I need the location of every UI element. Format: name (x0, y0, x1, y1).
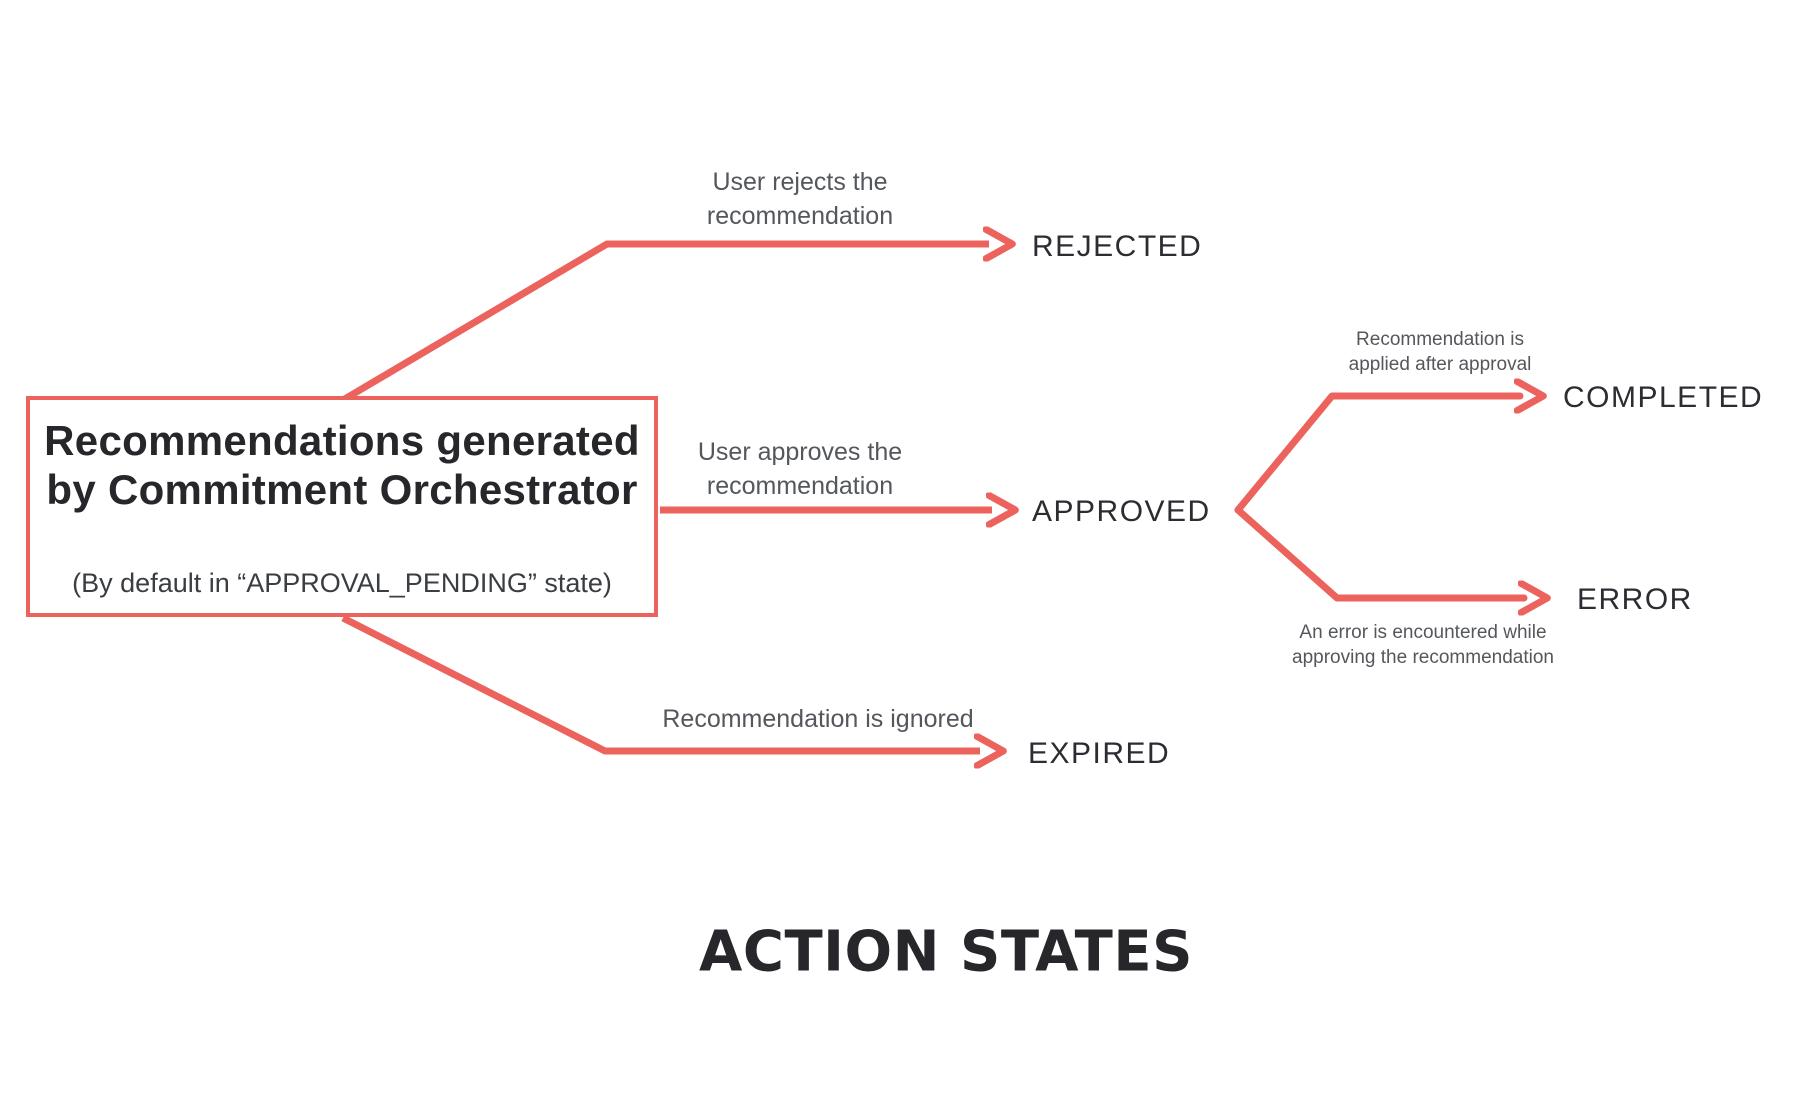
state-error: ERROR (1577, 583, 1693, 616)
edge-label-complete-line2: applied after approval (1348, 354, 1532, 375)
edge-label-complete: Recommendation is applied after approval (1349, 327, 1532, 377)
edge-label-reject: User rejects the recommendation (707, 165, 893, 233)
edge-label-error-line2: approving the recommendation (1292, 647, 1554, 668)
edge-label-approve: User approves the recommendation (698, 435, 902, 503)
edge-label-reject-line2: recommendation (706, 202, 894, 230)
edge-reject-line (341, 244, 989, 404)
edge-label-error-line1: An error is encountered while (1299, 622, 1547, 643)
state-completed: COMPLETED (1563, 381, 1764, 414)
state-expired: EXPIRED (1028, 737, 1171, 770)
edge-label-error: An error is encountered while approving … (1292, 620, 1554, 670)
state-approved: APPROVED (1032, 495, 1211, 528)
edge-label-ignore: Recommendation is ignored (662, 702, 973, 736)
edge-label-ignore-line1: Recommendation is ignored (662, 705, 974, 733)
diagram-title: ACTION STATES (699, 919, 1193, 985)
source-box-title-line2: by Commitment Orchestrator (46, 466, 638, 513)
edge-complete-line (1234, 396, 1520, 514)
state-rejected: REJECTED (1032, 230, 1203, 263)
edge-error-line (1234, 506, 1524, 598)
source-box-title-line1: Recommendations generated (44, 417, 640, 464)
source-state-box: Recommendations generated by Commitment … (26, 396, 658, 617)
edge-label-approve-line1: User approves the (697, 438, 903, 466)
source-box-subtitle: (By default in “APPROVAL_PENDING” state) (72, 568, 612, 598)
source-box-title: Recommendations generated by Commitment … (30, 416, 654, 514)
edge-label-complete-line1: Recommendation is (1356, 329, 1524, 350)
edge-label-approve-line2: recommendation (706, 472, 894, 500)
edge-label-reject-line1: User rejects the (712, 168, 888, 196)
edge-ignore-line (341, 614, 980, 751)
